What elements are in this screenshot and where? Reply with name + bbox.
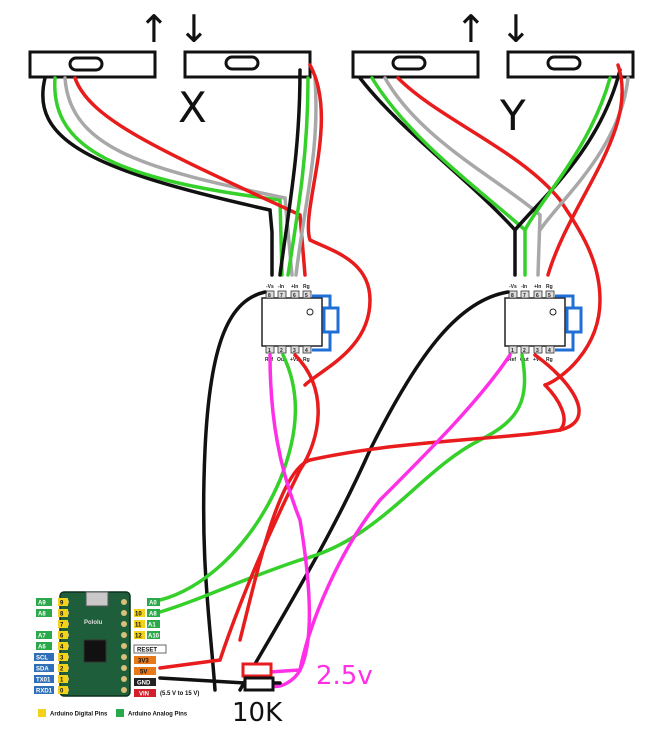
chip-x-pins-top — [265, 290, 312, 299]
lower-wires — [158, 290, 581, 692]
chip-x-pin-num-top-2: 7 — [280, 293, 283, 299]
legend-analog: Arduino Analog Pins — [128, 712, 188, 718]
chip-x-pin-bottom-2: Out — [277, 357, 286, 363]
chip-y-pin-num-top-3: 6 — [536, 293, 539, 299]
resistor-annotation: 10K — [232, 698, 283, 728]
x-up-arrow: ↑ — [138, 7, 170, 51]
chip-y-pin-bottom-4: Rg — [546, 357, 553, 363]
right-pin-0: A0 — [149, 601, 157, 607]
left-pin-alt-7: TX01 — [36, 678, 51, 684]
chip-x-pin-bottom-4: Rg — [303, 357, 310, 363]
ref-resistor-black — [243, 676, 275, 692]
chip-y-pin-top-4: Rg — [546, 284, 553, 290]
chip-x-pin-top-1: -Vs — [266, 284, 274, 290]
axis-label-y: Y — [499, 91, 526, 140]
x-down-arrow: ↓ — [178, 7, 210, 51]
ref-resistor-red — [241, 662, 273, 678]
left-pin-num-8: 0 — [60, 689, 64, 695]
right-pin-8: VIN — [139, 692, 149, 698]
right-pin-7: GND — [137, 681, 151, 687]
chip-y-pins-top — [508, 290, 555, 299]
chip-y-pin-num-top-4: 5 — [548, 293, 551, 299]
chip-x-pin-num-top-3: 6 — [293, 293, 296, 299]
left-pin-num-7: 1 — [60, 678, 64, 684]
chip-y-pin-top-2: -In — [521, 284, 527, 290]
chip-x-pin-num-top-4: 5 — [305, 293, 308, 299]
right-pin-3: 12 — [135, 634, 142, 640]
right-pin-2: 11 — [135, 623, 142, 629]
load-cell-y-left — [351, 50, 480, 79]
y-up-arrow: ↑ — [455, 7, 487, 51]
left-pin-num-0: 9 — [60, 601, 64, 607]
left-pin-num-3: 6 — [60, 634, 64, 640]
chip-y-pin-num-bottom-4: 4 — [548, 348, 551, 354]
arduino-board: Pololu — [59, 591, 131, 697]
chip-x-pin-num-bottom-3: 3 — [293, 348, 296, 354]
left-pin-alt-3: A7 — [38, 634, 46, 640]
load-cell-x-right — [183, 50, 312, 79]
chip-x-pin-top-4: Rg — [303, 284, 310, 290]
chip-y-pin-top-3: +In — [534, 284, 541, 290]
board-legend: Arduino Digital Pins Arduino Analog Pins — [38, 709, 188, 718]
left-pin-alt-8: RXD1 — [36, 689, 53, 695]
chip-y-pin-bottom-1: Ref — [508, 357, 516, 363]
board-right-pins: A0 10 A8 11 A1 12 A10 RESET 3V3 5V GND V… — [133, 598, 199, 698]
right-pin-alt-2: A1 — [148, 623, 156, 629]
right-pin-5: 3V3 — [138, 659, 149, 665]
chip-x-pin-num-bottom-1: 1 — [268, 348, 271, 354]
right-pin-alt-3: A10 — [148, 634, 160, 640]
y-wires — [358, 63, 630, 387]
chip-x-pin-top-2: -In — [278, 284, 284, 290]
voltage-annotation: 2.5v — [316, 661, 373, 691]
right-pin-6: 5V — [140, 670, 147, 676]
right-pin-alt-1: A8 — [149, 612, 157, 618]
chip-x-pin-num-bottom-2: 2 — [280, 348, 283, 354]
right-pin-1: 10 — [135, 612, 142, 618]
y-down-arrow: ↓ — [500, 7, 532, 51]
chip-y-pin-bottom-3: +Vs — [533, 357, 542, 363]
left-pin-num-6: 2 — [60, 667, 64, 673]
chip-x-pin-num-top-1: 8 — [268, 293, 271, 299]
chip-x-pin-top-3: +In — [291, 284, 298, 290]
load-cell-y-right — [506, 50, 635, 79]
left-pin-alt-6: SDA — [36, 667, 49, 673]
load-cell-x-left — [28, 50, 157, 79]
chip-y-pin-top-1: -Vs — [509, 284, 517, 290]
chip-y-pin-num-top-2: 7 — [523, 293, 526, 299]
chip-y-pins-bottom — [508, 345, 555, 354]
board-brand: Pololu — [84, 620, 103, 626]
board-left-pins: 9 A9 8 A8 7 6 A7 4 A6 3 SCL 2 SDA 1 TX01… — [34, 598, 68, 695]
left-pin-num-1: 8 — [60, 612, 64, 618]
left-pin-alt-5: SCL — [36, 656, 48, 662]
chip-x-pins-bottom — [265, 345, 312, 354]
left-pin-num-2: 7 — [60, 623, 64, 629]
chip-y-pin-num-bottom-2: 2 — [523, 348, 526, 354]
amplifier-chip-y: -Vs -In +In Rg Ref Out +Vs Rg 8 7 6 5 1 … — [504, 284, 583, 363]
axis-label-x: X — [178, 83, 207, 132]
left-pin-alt-1: A8 — [38, 612, 46, 618]
left-pin-num-4: 4 — [60, 645, 64, 651]
left-pin-alt-4: A6 — [38, 645, 46, 651]
chip-y-pin-num-bottom-3: 3 — [536, 348, 539, 354]
legend-digital: Arduino Digital Pins — [50, 712, 108, 718]
right-pin-4: RESET — [137, 648, 157, 654]
left-pin-num-5: 3 — [60, 656, 64, 662]
chip-y-pin-num-top-1: 8 — [511, 293, 514, 299]
chip-x-pin-num-bottom-4: 4 — [305, 348, 308, 354]
vin-note: (5.5 V to 15 V) — [160, 691, 199, 697]
amplifier-chip-x: -Vs -In +In Rg Ref Out +Vs Rg 8 7 6 5 1 … — [261, 284, 340, 363]
left-pin-alt-0: A9 — [38, 601, 46, 607]
x-wires — [41, 63, 372, 387]
chip-x-pin-bottom-3: +Vs — [290, 357, 299, 363]
chip-y-pin-num-bottom-1: 1 — [511, 348, 514, 354]
